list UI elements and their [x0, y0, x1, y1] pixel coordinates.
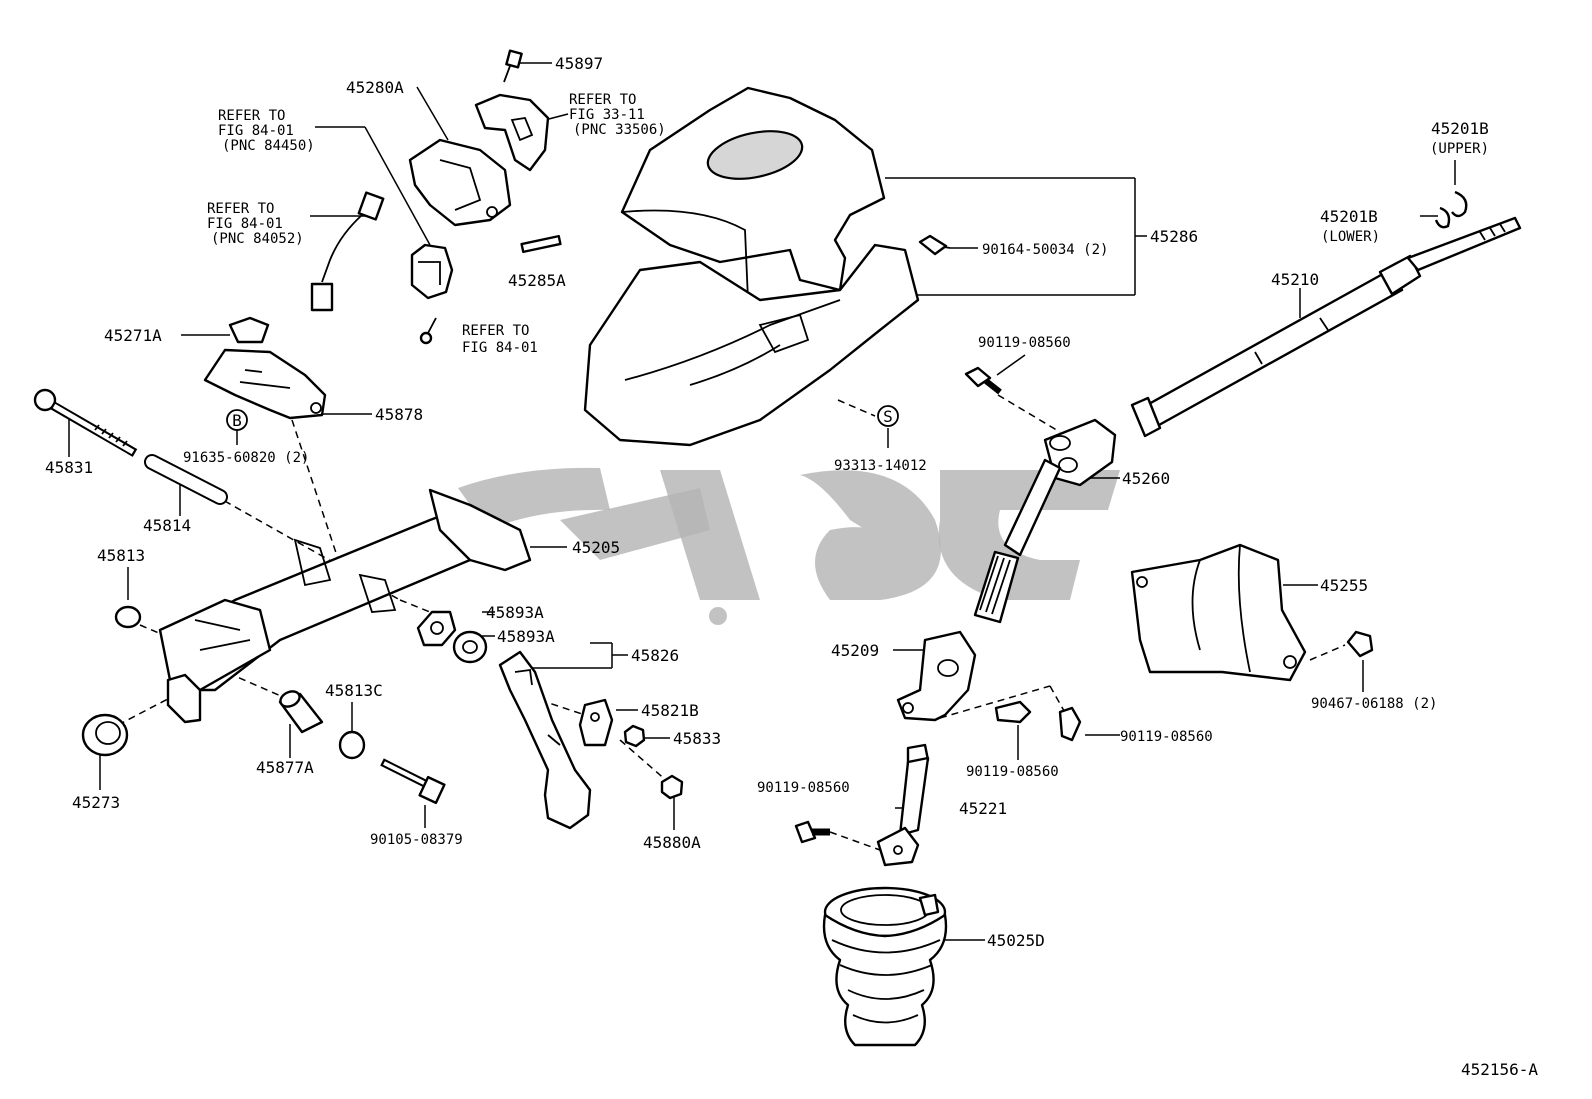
refer-note-2: REFER TO FIG 84-01 (PNC 84052)	[207, 201, 304, 247]
label-45833: 45833	[673, 729, 721, 748]
label-90467-06188: 90467-06188 (2)	[1311, 696, 1437, 712]
label-91635-60820: 91635-60820 (2)	[183, 450, 309, 466]
pipe-45814	[144, 454, 228, 505]
main-shaft-45210	[1130, 216, 1522, 438]
label-90164-50034: 90164-50034 (2)	[982, 242, 1108, 258]
bolt-90119-08560-top	[964, 366, 1002, 395]
clip-45813	[114, 605, 142, 629]
label-45878: 45878	[375, 405, 423, 424]
bolt-90119-08560-mid	[994, 700, 1032, 724]
wire-connector	[310, 191, 385, 312]
cover-screw	[918, 234, 951, 256]
diagram-id: 452156-A	[1461, 1060, 1538, 1079]
label-lower-note: (LOWER)	[1321, 229, 1380, 245]
column-cover-lower	[583, 243, 920, 447]
bolt-90119-08560-low	[794, 820, 830, 844]
part-labels: 45897 45280A 45285A 45271A 45878 91635-6…	[45, 54, 1538, 1079]
label-90119-08560-c: 90119-08560	[966, 764, 1059, 780]
label-45201B-lower: 45201B	[1320, 207, 1378, 226]
label-45201B-upper: 45201B	[1431, 119, 1489, 138]
refer-note-4: REFER TO FIG 84-01	[462, 323, 538, 356]
snap-ring-45201B-upper	[1451, 190, 1468, 218]
bracket-45255	[1130, 543, 1307, 682]
bushing-45893A-1	[416, 610, 457, 647]
screw-45897	[503, 49, 523, 83]
refer-note-3: REFER TO FIG 33-11 (PNC 33506)	[569, 92, 666, 138]
label-45821B: 45821B	[641, 701, 699, 720]
ref1-line3: (PNC 84450)	[222, 138, 315, 154]
ignition-switch	[410, 243, 454, 300]
shaft-45221	[876, 743, 930, 867]
label-45813: 45813	[97, 546, 145, 565]
marker-s: S	[877, 405, 899, 427]
label-45877A: 45877A	[256, 758, 314, 777]
label-45260: 45260	[1122, 469, 1170, 488]
clip-45271A	[228, 316, 270, 344]
cap-45273	[81, 713, 129, 757]
label-45813C: 45813C	[325, 681, 383, 700]
label-90119-08560-a: 90119-08560	[978, 335, 1071, 351]
label-45205: 45205	[572, 538, 620, 557]
ref2-line1: REFER TO	[207, 201, 274, 217]
label-45826: 45826	[631, 646, 679, 665]
label-45285A: 45285A	[508, 271, 566, 290]
ref1-line1: REFER TO	[218, 108, 285, 124]
bolt-90105-08379	[380, 758, 446, 805]
watermark-logo	[458, 467, 1120, 625]
column-tube-45205	[158, 488, 532, 724]
bolt-45831	[33, 388, 138, 457]
pin-45285A	[520, 234, 562, 254]
label-45280A: 45280A	[346, 78, 404, 97]
label-45209: 45209	[831, 641, 879, 660]
label-45025D: 45025D	[987, 931, 1045, 950]
label-45814: 45814	[143, 516, 191, 535]
bracket-45878	[203, 348, 327, 420]
marker-s-text: S	[883, 407, 893, 426]
label-45210: 45210	[1271, 270, 1319, 289]
refer-note-1: REFER TO FIG 84-01 (PNC 84450)	[218, 108, 315, 154]
column-cover-upper	[620, 86, 886, 301]
label-45273: 45273	[72, 793, 120, 812]
marker-b-text: B	[232, 411, 242, 430]
boot-45025D	[822, 886, 948, 1047]
bolt-90119-08560-right	[1058, 706, 1082, 742]
label-45286: 45286	[1150, 227, 1198, 246]
bolt-45880A	[660, 774, 684, 800]
ref4-line2: FIG 84-01	[462, 340, 538, 356]
nut-45833	[623, 724, 646, 748]
ref4-line1: REFER TO	[462, 323, 529, 339]
ref3-line2: FIG 33-11	[569, 107, 645, 123]
label-45255: 45255	[1320, 576, 1368, 595]
clip-90467-06188	[1346, 630, 1374, 658]
universal-joint-45260	[973, 418, 1117, 624]
ref3-line3: (PNC 33506)	[573, 122, 666, 138]
snap-ring-45201B-lower	[1434, 206, 1451, 229]
plate-45821B	[578, 698, 614, 747]
label-upper-note: (UPPER)	[1430, 141, 1489, 157]
label-90119-08560-b: 90119-08560	[1120, 729, 1213, 745]
label-45880A: 45880A	[643, 833, 701, 852]
ref2-line3: (PNC 84052)	[211, 231, 304, 247]
lock-housing	[408, 93, 550, 227]
label-45831: 45831	[45, 458, 93, 477]
lever-45826	[498, 650, 592, 830]
label-90119-08560-d: 90119-08560	[757, 780, 850, 796]
label-45271A: 45271A	[104, 326, 162, 345]
collar-45877A	[278, 690, 324, 734]
ref3-line1: REFER TO	[569, 92, 636, 108]
label-93313-14012: 93313-14012	[834, 458, 927, 474]
clip-45813C	[338, 730, 366, 760]
label-45893A-2: 45893A	[497, 627, 555, 646]
bushing-45893A-2	[452, 630, 488, 664]
ref1-line2: FIG 84-01	[218, 123, 294, 139]
label-45897: 45897	[555, 54, 603, 73]
joint-45209	[896, 630, 977, 722]
label-45893A-1: 45893A	[486, 603, 544, 622]
label-90105-08379: 90105-08379	[370, 832, 463, 848]
marker-b: B	[226, 409, 248, 431]
label-45221: 45221	[959, 799, 1007, 818]
small-screw	[419, 317, 437, 345]
ref2-line2: FIG 84-01	[207, 216, 283, 232]
